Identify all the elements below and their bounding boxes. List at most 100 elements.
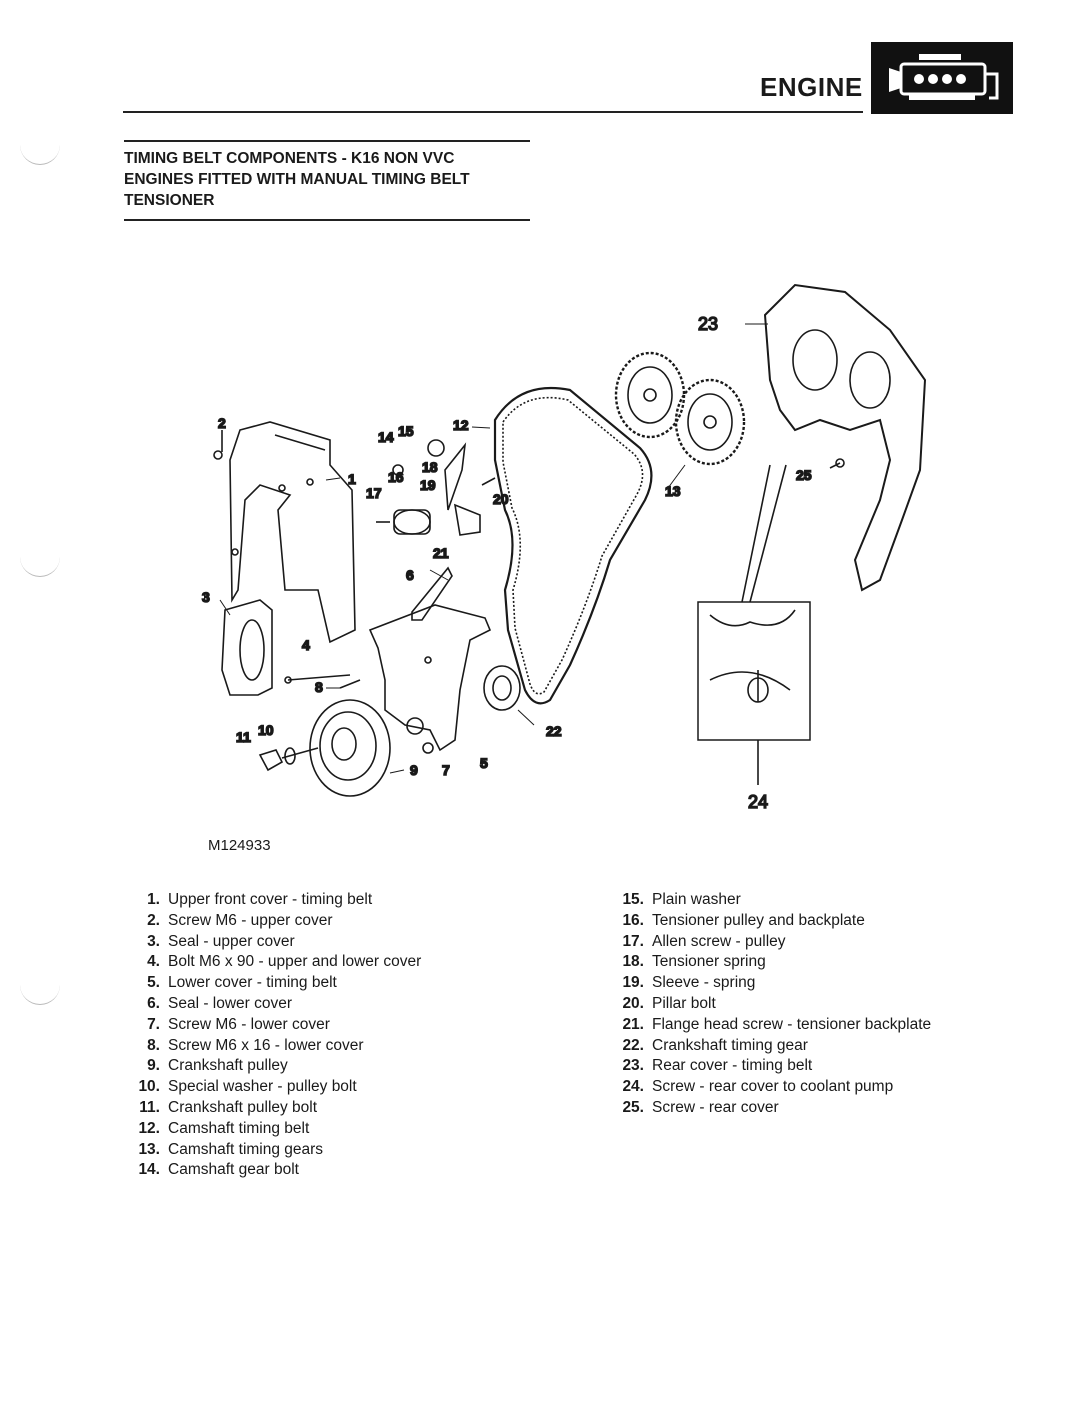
legend-text: Special washer - pulley bolt — [168, 1078, 357, 1096]
callout-17: 17 — [366, 485, 382, 501]
legend-number: 4. — [147, 953, 160, 971]
legend-text: Camshaft timing gears — [168, 1140, 324, 1158]
section-title: TIMING BELT COMPONENTS - K16 NON VVC ENG… — [124, 150, 470, 209]
legend-number: 2. — [147, 911, 160, 929]
header-rule — [123, 111, 863, 113]
legend-text: Tensioner pulley and backplate — [652, 911, 865, 929]
lower-cover-seal-drawing — [411, 566, 453, 621]
legend-text: Seal - lower cover — [168, 994, 293, 1012]
legend-number: 21. — [622, 1015, 644, 1033]
section-header-title: ENGINE — [760, 72, 863, 102]
callout-11: 11 — [236, 729, 251, 745]
binding-mark — [20, 980, 60, 1005]
legend-number: 3. — [147, 932, 160, 950]
callout-14: 14 — [378, 429, 394, 445]
callout-19: 19 — [420, 477, 436, 493]
legend-number: 11. — [139, 1098, 160, 1116]
legend-item: 3.Seal - upper cover — [128, 932, 421, 953]
legend-text: Flange head screw - tensioner backplate — [652, 1015, 932, 1033]
legend-item: 21. Flange head screw - tensioner backpla… — [612, 1015, 931, 1036]
legend-number: 20. — [622, 994, 644, 1012]
lower-cover-drawing — [368, 604, 492, 752]
callout-9: 9 — [410, 762, 418, 778]
callout-8: 8 — [315, 679, 323, 695]
legend-item: 19.Sleeve - spring — [612, 973, 931, 994]
legend-item: 23. Rear cover - timing belt — [612, 1056, 931, 1077]
legend-number: 23. — [622, 1057, 644, 1075]
legend-number: 9. — [147, 1057, 160, 1075]
callout-3: 3 — [202, 589, 210, 605]
upper-front-cover-drawing — [229, 421, 356, 644]
callout-2: 2 — [218, 415, 226, 431]
section-heading-box: TIMING BELT COMPONENTS - K16 NON VVC ENG… — [124, 140, 530, 221]
timing-belt-exploded-diagram: 1 2 3 4 5 6 7 8 9 10 11 12 13 14 15 16 1… — [190, 270, 950, 830]
legend-item: 6. Seal - lower cover — [128, 994, 421, 1015]
callout-25: 25 — [796, 467, 812, 483]
legend-item: 18.Tensioner spring — [612, 952, 931, 973]
binding-mark — [20, 552, 60, 577]
legend-item: 4.Bolt M6 x 90 - upper and lower cover — [128, 952, 421, 973]
legend-item: 14.Camshaft gear bolt — [128, 1160, 421, 1181]
legend-item: 2. Screw M6 - upper cover — [128, 911, 421, 932]
legend-text: Crankshaft timing gear — [652, 1036, 808, 1054]
legend-text: Crankshaft pulley bolt — [168, 1098, 318, 1116]
legend-text: Screw M6 - upper cover — [168, 911, 333, 929]
legend-item: 7.Screw M6 - lower cover — [128, 1015, 421, 1036]
rear-cover-drawing — [763, 283, 927, 592]
legend-number: 22. — [622, 1036, 644, 1054]
callout-5: 5 — [480, 755, 488, 771]
legend-number: 6. — [147, 994, 160, 1012]
legend-text: Rear cover - timing belt — [652, 1057, 813, 1075]
legend-text: Camshaft timing belt — [168, 1119, 310, 1137]
callout-20: 20 — [493, 491, 509, 507]
legend-number: 10. — [138, 1078, 160, 1096]
legend-number: 25. — [622, 1098, 644, 1116]
legend-item: 1.Upper front cover - timing belt — [128, 890, 421, 911]
legend-item: 16. Tensioner pulley and backplate — [612, 911, 931, 932]
legend-text: Sleeve - spring — [652, 974, 756, 992]
callout-12: 12 — [453, 417, 469, 433]
legend-list-left: 1.Upper front cover - timing belt 2. Scre… — [128, 890, 421, 1181]
legend-number: 16. — [622, 911, 644, 929]
legend-item: 5.Lower cover - timing belt — [128, 973, 421, 994]
legend-item: 8.Screw M6 x 16 - lower cover — [128, 1036, 421, 1057]
detail-inset-box — [697, 601, 811, 741]
legend-item: 9. Crankshaft pulley — [128, 1056, 421, 1077]
legend-item: 17. Allen screw - pulley — [612, 932, 931, 953]
legend-text: Pillar bolt — [652, 994, 716, 1012]
legend-text: Camshaft gear bolt — [168, 1161, 299, 1179]
legend-text: Tensioner spring — [652, 953, 766, 971]
legend-item: 22. Crankshaft timing gear — [612, 1036, 931, 1057]
engine-block-icon — [871, 42, 1013, 114]
legend-number: 17. — [622, 932, 644, 950]
legend-number: 13. — [138, 1140, 160, 1158]
callout-24: 24 — [748, 792, 768, 812]
callout-4: 4 — [302, 637, 310, 653]
callout-23: 23 — [698, 314, 718, 334]
callout-18: 18 — [422, 459, 438, 475]
callout-6: 6 — [406, 567, 414, 583]
callout-21: 21 — [433, 545, 449, 561]
legend-text: Upper front cover - timing belt — [168, 891, 373, 908]
legend-text: Plain washer — [652, 891, 741, 908]
crankshaft-timing-gear-drawing — [483, 665, 521, 711]
camshaft-timing-belt-drawing — [493, 386, 653, 705]
binding-mark — [20, 140, 60, 165]
legend-text: Screw - rear cover to coolant pump — [652, 1078, 894, 1096]
legend-item: 10. Special washer - pulley bolt — [128, 1077, 421, 1098]
legend-text: Crankshaft pulley — [168, 1057, 288, 1075]
figure-code: M124933 — [208, 837, 271, 854]
legend-item: 11. Crankshaft pulley bolt — [128, 1098, 421, 1119]
legend-number: 7. — [147, 1015, 160, 1033]
legend-text: Allen screw - pulley — [652, 932, 786, 950]
legend-number: 15. — [622, 891, 644, 908]
legend-text: Lower cover - timing belt — [168, 974, 337, 992]
legend-text: Screw M6 x 16 - lower cover — [168, 1036, 364, 1054]
camshaft-timing-gear-drawing — [614, 351, 686, 439]
callout-22: 22 — [546, 723, 562, 739]
legend-number: 12. — [138, 1119, 160, 1137]
callout-16: 16 — [388, 469, 404, 485]
legend-item: 20. Pillar bolt — [612, 994, 931, 1015]
callout-7: 7 — [442, 762, 450, 778]
legend-item: 24.Screw - rear cover to coolant pump — [612, 1077, 931, 1098]
